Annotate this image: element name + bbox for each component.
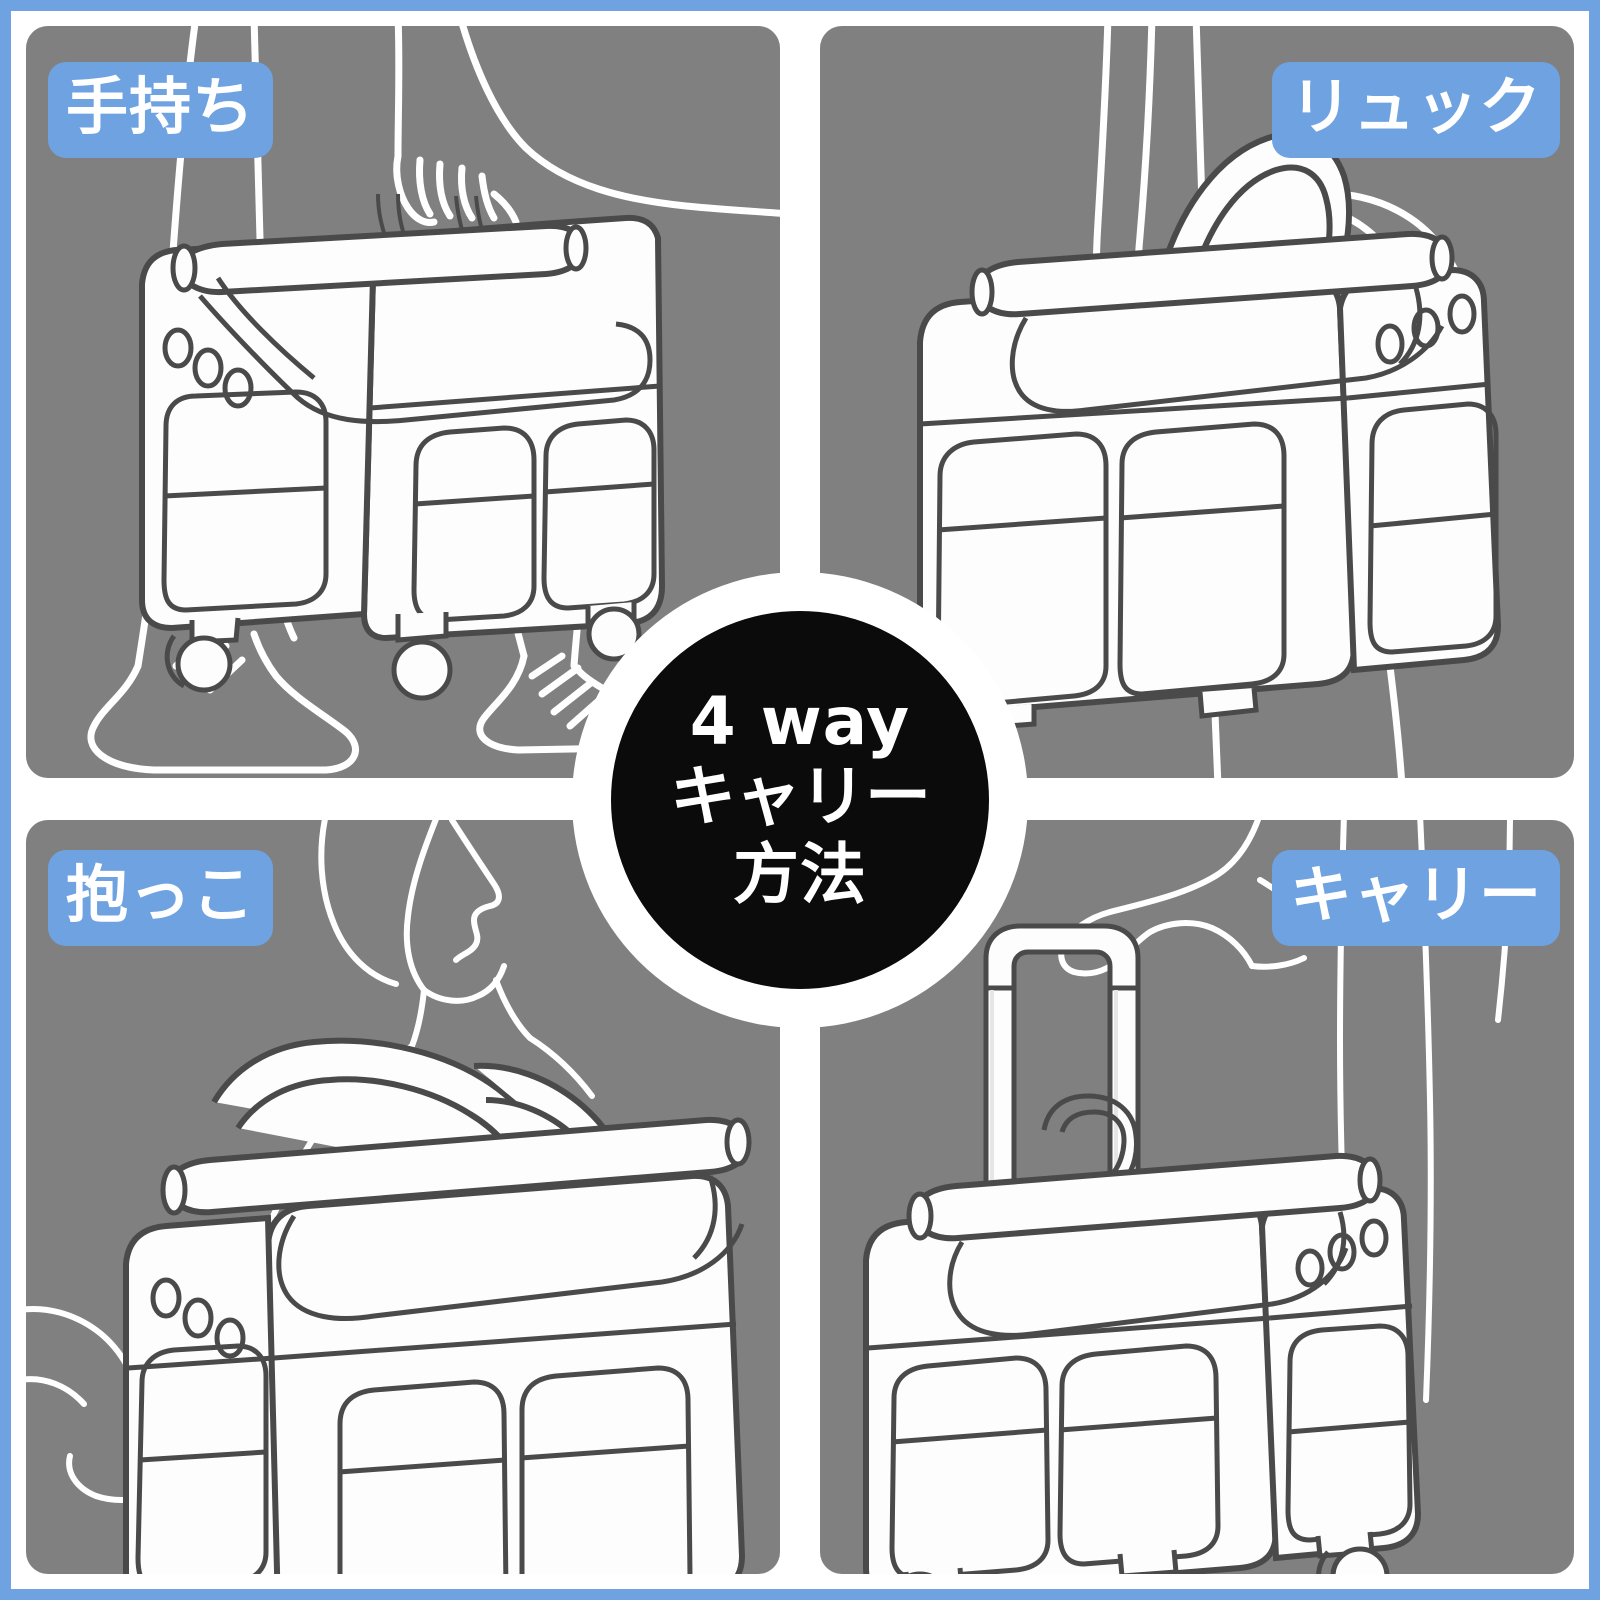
badge-line-1: 4 way [689,683,911,761]
label-rolling-carry: キャリー [1271,850,1560,946]
center-badge-disc: 4 way キャリー 方法 [611,611,989,989]
illustration-front-carry [26,820,752,1574]
carrier-bag-backpack [917,230,1502,731]
label-hand-carry: 手持ち [48,62,274,158]
badge-line-3: 方法 [733,835,867,913]
carrier-bag-rolling [863,1093,1422,1574]
label-front-carry: 抱っこ [48,850,274,946]
illustration-rolling-carry [863,820,1513,1574]
center-badge: 4 way キャリー 方法 [572,572,1028,1028]
panel-hand-carry [26,26,780,778]
illustration-backpack [917,26,1502,778]
illustration-hand-carry [87,26,780,774]
badge-line-2: キャリー [670,757,931,835]
carrier-bag-front-carry [123,1116,752,1574]
carrier-bag-hand-carry [139,193,666,701]
label-backpack: リュック [1271,62,1560,158]
